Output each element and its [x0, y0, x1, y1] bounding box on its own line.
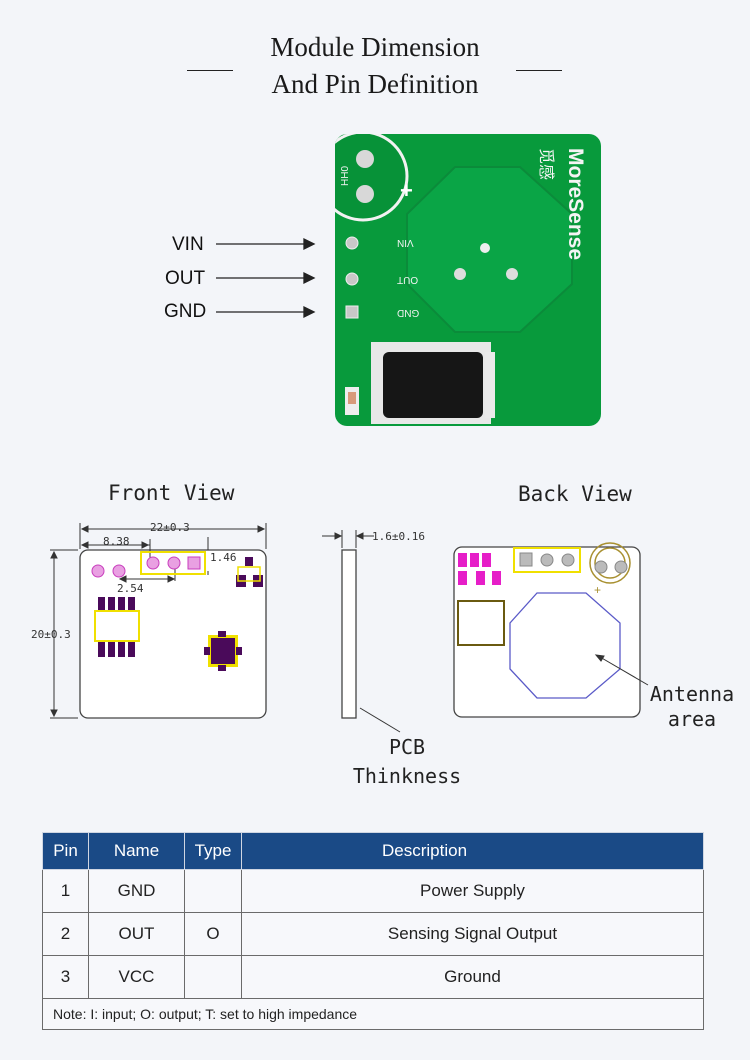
- plus-mark: +: [400, 178, 413, 203]
- dim-height: 20±0.3: [31, 628, 71, 641]
- front-view-title: Front View: [108, 481, 235, 505]
- cell-desc: Power Supply: [241, 869, 704, 913]
- side-view-drawing: [322, 530, 401, 733]
- col-description: Description: [241, 832, 704, 870]
- silk-vin: VIN: [397, 237, 414, 248]
- table-note-row: Note: I: input; O: output; T: set to hig…: [42, 998, 704, 1030]
- silk-gnd: GND: [397, 307, 420, 318]
- table-row: 2 OUT O Sensing Signal Output: [42, 912, 704, 956]
- cell-name: OUT: [88, 912, 185, 956]
- dim-pitch: 2.54: [117, 582, 144, 595]
- lens-text: 0HH: [338, 166, 349, 187]
- cell-type: [184, 955, 242, 999]
- brand-cn-text: 觅感: [537, 148, 554, 181]
- cell-pin: 3: [42, 955, 89, 999]
- cell-name: GND: [88, 869, 185, 913]
- silk-out: OUT: [397, 274, 419, 285]
- dim-pin: 1.46: [210, 551, 237, 564]
- antenna-label-1: Antenna: [649, 682, 735, 706]
- pin-label-out: OUT: [165, 268, 206, 289]
- pin-label-vin: VIN: [172, 234, 204, 255]
- brand-text: MoreSense: [564, 148, 587, 261]
- title-rule-left: [187, 70, 233, 71]
- title-rule-right: [516, 70, 562, 71]
- back-view-title: Back View: [518, 482, 632, 506]
- cell-pin: 2: [42, 912, 89, 956]
- page-subtitle: And Pin Definition: [271, 69, 479, 99]
- col-type: Type: [184, 832, 242, 870]
- cell-desc: Ground: [241, 955, 704, 999]
- page-title: Module Dimension: [270, 32, 480, 62]
- table-row: 3 VCC Ground: [42, 955, 704, 999]
- col-name: Name: [88, 832, 185, 870]
- table-row: 1 GND Power Supply: [42, 869, 704, 913]
- side-label-2: Thinkness: [352, 764, 462, 788]
- back-plus-mark: +: [594, 583, 602, 597]
- table-header-row: Pin Name Type Description: [42, 832, 704, 870]
- pin-table: Pin Name Type Description 1 GND Power Su…: [42, 832, 704, 1030]
- cell-name: VCC: [88, 955, 185, 999]
- col-pin: Pin: [42, 832, 89, 870]
- dim-width: 22±0.3: [150, 521, 190, 534]
- pin-arrows: [216, 237, 316, 319]
- dim-thickness: 1.6±0.16: [372, 530, 425, 543]
- front-view-drawing: [50, 523, 267, 719]
- cell-type: [184, 869, 242, 913]
- table-note: Note: I: input; O: output; T: set to hig…: [42, 998, 704, 1030]
- antenna-label-2: area: [667, 707, 717, 731]
- cell-desc: Sensing Signal Output: [241, 912, 704, 956]
- back-view-drawing: [453, 542, 649, 718]
- cell-type: O: [184, 912, 242, 956]
- module-pcb-photo: + 0HH MoreSense 觅感 VIN OUT GND: [335, 134, 601, 426]
- dim-left: 8.38: [103, 535, 130, 548]
- side-label-1: PCB: [388, 735, 426, 759]
- pin-label-gnd: GND: [164, 301, 207, 322]
- cell-pin: 1: [42, 869, 89, 913]
- pcb-artwork: [335, 134, 573, 424]
